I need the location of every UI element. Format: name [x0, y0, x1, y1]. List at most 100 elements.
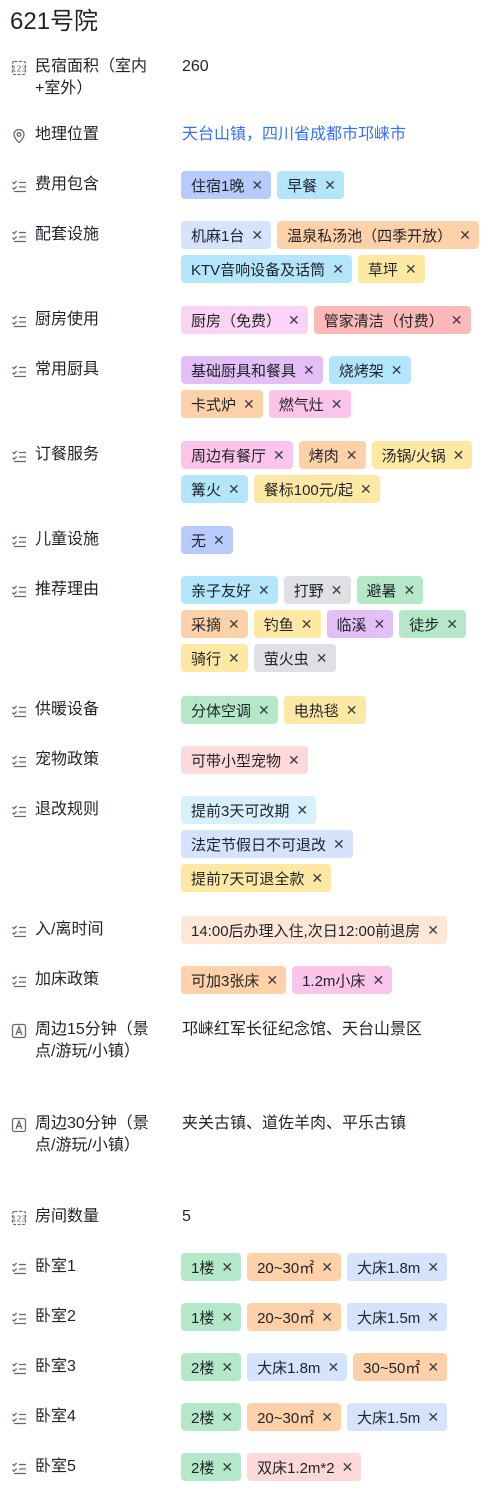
remove-tag-icon[interactable]: ✕ [427, 1409, 440, 1425]
option-tag[interactable]: 打野✕ [283, 576, 351, 604]
remove-tag-icon[interactable]: ✕ [427, 922, 439, 938]
option-tag[interactable]: 1楼✕ [181, 1303, 242, 1331]
option-tag[interactable]: 早餐✕ [277, 171, 344, 199]
remove-tag-icon[interactable]: ✕ [341, 1459, 354, 1475]
option-tag[interactable]: 大床1.8m✕ [346, 1253, 448, 1281]
option-tag[interactable]: 法定节假日不可退改✕ [181, 830, 353, 858]
remove-tag-icon[interactable]: ✕ [315, 650, 328, 666]
remove-tag-icon[interactable]: ✕ [213, 532, 225, 548]
remove-tag-icon[interactable]: ✕ [330, 582, 343, 598]
remove-tag-icon[interactable]: ✕ [228, 650, 240, 666]
option-tag[interactable]: 卡式炉✕ [181, 390, 263, 418]
option-tag[interactable]: 钓鱼✕ [253, 610, 321, 638]
field-value[interactable]: 260 [182, 58, 209, 75]
remove-tag-icon[interactable]: ✕ [345, 447, 358, 463]
remove-tag-icon[interactable]: ✕ [288, 312, 300, 328]
option-tag[interactable]: 大床1.5m✕ [346, 1403, 448, 1431]
remove-tag-icon[interactable]: ✕ [243, 396, 255, 412]
remove-tag-icon[interactable]: ✕ [258, 702, 270, 718]
field-value[interactable]: 夹关古镇、道佐羊肉、平乐古镇 [182, 1115, 407, 1132]
option-tag[interactable]: 20~30㎡✕ [247, 1403, 341, 1431]
remove-tag-icon[interactable]: ✕ [221, 1409, 234, 1425]
option-tag[interactable]: 无✕ [181, 526, 233, 554]
option-tag[interactable]: 亲子友好✕ [181, 576, 278, 604]
remove-tag-icon[interactable]: ✕ [450, 312, 463, 328]
option-tag[interactable]: 基础厨具和餐具✕ [181, 356, 323, 384]
remove-tag-icon[interactable]: ✕ [333, 836, 345, 852]
option-tag[interactable]: 电热毯✕ [283, 696, 366, 724]
remove-tag-icon[interactable]: ✕ [427, 1309, 440, 1325]
remove-tag-icon[interactable]: ✕ [390, 362, 403, 378]
option-tag[interactable]: 1楼✕ [181, 1253, 242, 1281]
remove-tag-icon[interactable]: ✕ [452, 447, 465, 463]
remove-tag-icon[interactable]: ✕ [321, 1309, 333, 1325]
option-tag[interactable]: 燃气灶✕ [268, 390, 351, 418]
remove-tag-icon[interactable]: ✕ [266, 972, 279, 988]
option-tag[interactable]: 14:00后办理入住,次日12:00前退房✕ [181, 916, 447, 944]
remove-tag-icon[interactable]: ✕ [251, 227, 264, 243]
option-tag[interactable]: 30~50㎡✕ [353, 1353, 448, 1381]
remove-tag-icon[interactable]: ✕ [221, 1459, 234, 1475]
option-tag[interactable]: 20~30㎡✕ [247, 1303, 341, 1331]
option-tag[interactable]: 篝火✕ [181, 475, 248, 503]
remove-tag-icon[interactable]: ✕ [221, 1359, 234, 1375]
remove-tag-icon[interactable]: ✕ [228, 481, 240, 497]
remove-tag-icon[interactable]: ✕ [321, 1259, 333, 1275]
location-link[interactable]: 天台山镇，四川省成都市邛崃市 [182, 126, 407, 143]
option-tag[interactable]: 管家清洁（付费）✕ [313, 306, 471, 334]
option-tag[interactable]: 2楼✕ [181, 1353, 242, 1381]
remove-tag-icon[interactable]: ✕ [427, 1259, 440, 1275]
remove-tag-icon[interactable]: ✕ [221, 1309, 234, 1325]
option-tag[interactable]: KTV音响设备及话筒✕ [181, 255, 352, 283]
option-tag[interactable]: 避暑✕ [356, 576, 424, 604]
option-tag[interactable]: 厨房（免费）✕ [181, 306, 308, 334]
remove-tag-icon[interactable]: ✕ [403, 582, 416, 598]
remove-tag-icon[interactable]: ✕ [330, 396, 343, 412]
remove-tag-icon[interactable]: ✕ [359, 481, 372, 497]
remove-tag-icon[interactable]: ✕ [303, 362, 315, 378]
remove-tag-icon[interactable]: ✕ [273, 447, 285, 463]
remove-tag-icon[interactable]: ✕ [221, 1259, 234, 1275]
option-tag[interactable]: 机麻1台✕ [181, 221, 272, 249]
remove-tag-icon[interactable]: ✕ [311, 870, 324, 886]
option-tag[interactable]: 提前7天可退全款✕ [181, 864, 332, 892]
option-tag[interactable]: 汤锅/火锅✕ [371, 441, 473, 469]
remove-tag-icon[interactable]: ✕ [258, 582, 270, 598]
remove-tag-icon[interactable]: ✕ [459, 227, 471, 243]
remove-tag-icon[interactable]: ✕ [332, 261, 344, 277]
option-tag[interactable]: 骑行✕ [181, 644, 248, 672]
remove-tag-icon[interactable]: ✕ [372, 972, 385, 988]
remove-tag-icon[interactable]: ✕ [321, 1409, 333, 1425]
remove-tag-icon[interactable]: ✕ [404, 261, 417, 277]
option-tag[interactable]: 双床1.2m*2✕ [247, 1453, 362, 1481]
remove-tag-icon[interactable]: ✕ [324, 177, 336, 193]
remove-tag-icon[interactable]: ✕ [427, 1359, 440, 1375]
option-tag[interactable]: 温泉私汤池（四季开放）✕ [277, 221, 479, 249]
option-tag[interactable]: 1.2m小床✕ [292, 966, 393, 994]
option-tag[interactable]: 萤火虫✕ [253, 644, 336, 672]
option-tag[interactable]: 烤肉✕ [298, 441, 366, 469]
option-tag[interactable]: 大床1.5m✕ [346, 1303, 448, 1331]
remove-tag-icon[interactable]: ✕ [251, 177, 264, 193]
option-tag[interactable]: 周边有餐厅✕ [181, 441, 293, 469]
option-tag[interactable]: 大床1.8m✕ [247, 1353, 348, 1381]
remove-tag-icon[interactable]: ✕ [300, 616, 313, 632]
remove-tag-icon[interactable]: ✕ [288, 752, 300, 768]
field-value[interactable]: 5 [182, 1208, 191, 1225]
option-tag[interactable]: 2楼✕ [181, 1403, 242, 1431]
remove-tag-icon[interactable]: ✕ [373, 616, 386, 632]
field-value[interactable]: 邛崃红军长征纪念馆、天台山景区 [182, 1021, 423, 1038]
remove-tag-icon[interactable]: ✕ [345, 702, 358, 718]
option-tag[interactable]: 采摘✕ [181, 610, 248, 638]
remove-tag-icon[interactable]: ✕ [296, 802, 309, 818]
option-tag[interactable]: 可加3张床✕ [181, 966, 287, 994]
option-tag[interactable]: 餐标100元/起✕ [253, 475, 380, 503]
option-tag[interactable]: 徒步✕ [399, 610, 466, 638]
option-tag[interactable]: 烧烤架✕ [328, 356, 411, 384]
remove-tag-icon[interactable]: ✕ [327, 1359, 340, 1375]
option-tag[interactable]: 提前3天可改期✕ [181, 796, 317, 824]
option-tag[interactable]: 草坪✕ [357, 255, 425, 283]
option-tag[interactable]: 临溪✕ [326, 610, 394, 638]
option-tag[interactable]: 住宿1晚✕ [181, 171, 272, 199]
option-tag[interactable]: 20~30㎡✕ [247, 1253, 341, 1281]
